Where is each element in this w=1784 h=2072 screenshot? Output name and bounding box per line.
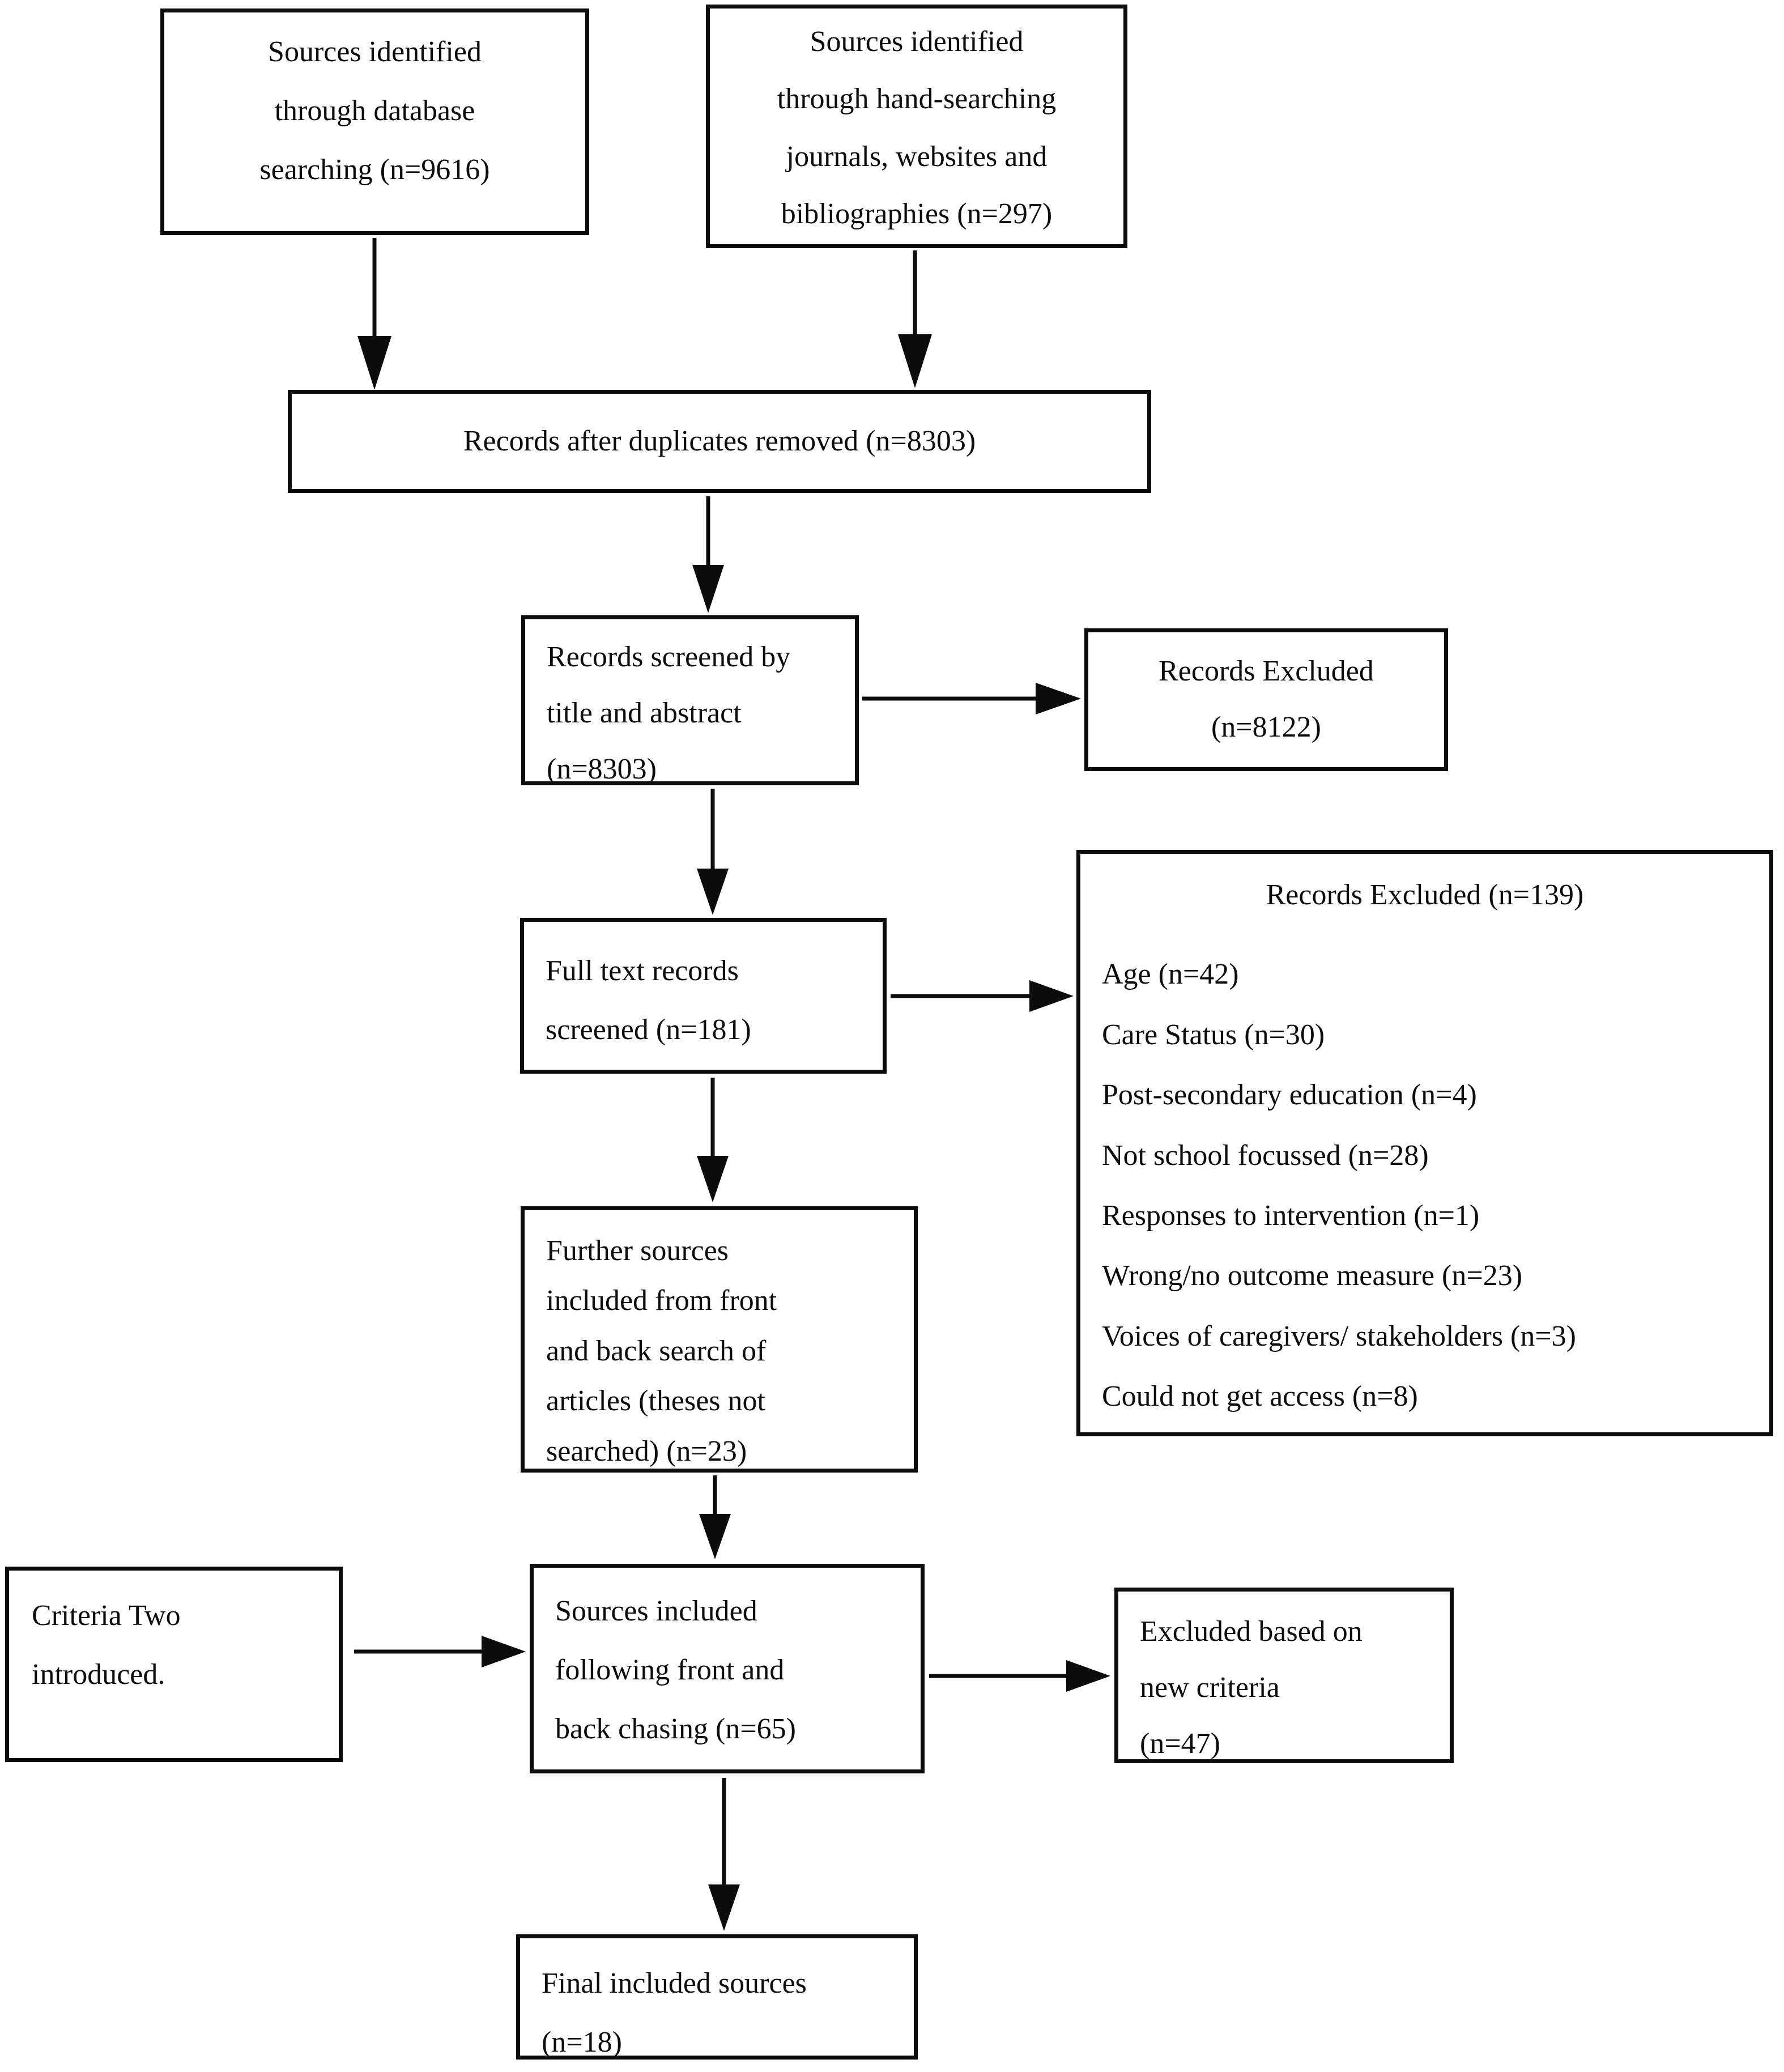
box-records-excluded-first: Records Excluded (n=8122) [1084, 628, 1448, 771]
arrow-title-abstract-to-excluded-8122 [862, 683, 1081, 714]
box-records-excluded-first-text: Records Excluded (n=8122) [1159, 655, 1374, 743]
arrow-chasing-to-final [708, 1778, 740, 1931]
box-records-excluded-full: Records Excluded (n=139) Age (n=42) Care… [1076, 850, 1773, 1436]
box-hand-search-sources-text: Sources identified through hand-searchin… [777, 25, 1057, 231]
box-hand-search-sources: Sources identified through hand-searchin… [706, 5, 1127, 248]
box-excluded-new-criteria-text: Excluded based on new criteria (n=47) [1140, 1615, 1363, 1760]
excluded-reason-item: Wrong/no outcome measure (n=23) [1102, 1260, 1523, 1292]
box-excluded-new-criteria: Excluded based on new criteria (n=47) [1114, 1588, 1454, 1763]
arrow-title-abstract-to-fulltext [697, 789, 729, 915]
box-records-excluded-full-title: Records Excluded (n=139) [1266, 879, 1584, 911]
arrow-chasing-to-excluded-new [929, 1660, 1110, 1692]
excluded-reason-item: Responses to intervention (n=1) [1102, 1199, 1480, 1232]
arrow-fulltext-to-further-sources [697, 1078, 729, 1202]
box-final-included: Final included sources (n=18) [516, 1934, 918, 2060]
box-further-sources: Further sources included from front and … [521, 1206, 918, 1473]
excluded-reason-item: Post-secondary education (n=4) [1102, 1079, 1477, 1112]
box-criteria-two-text: Criteria Two introduced. [32, 1599, 181, 1691]
box-full-text-screen-text: Full text records screened (n=181) [546, 955, 751, 1046]
arrow-criteria-two-to-chasing [354, 1636, 526, 1667]
box-duplicates-removed: Records after duplicates removed (n=8303… [288, 390, 1151, 493]
box-further-sources-text: Further sources included from front and … [546, 1235, 777, 1467]
box-title-abstract-screen-text: Records screened by title and abstract (… [547, 641, 791, 785]
excluded-reason-item: Not school focussed (n=28) [1102, 1139, 1429, 1172]
arrow-duplicates-to-title-abstract [692, 496, 724, 613]
arrow-further-sources-to-chasing [699, 1475, 731, 1559]
box-database-sources-text: Sources identified through database sear… [259, 36, 490, 186]
box-duplicates-removed-text: Records after duplicates removed (n=8303… [463, 425, 976, 457]
box-final-included-text: Final included sources (n=18) [542, 1967, 807, 2058]
arrow-db-search-to-duplicates [357, 238, 391, 390]
arrow-fulltext-to-excluded-139 [891, 980, 1074, 1012]
box-full-text-screen: Full text records screened (n=181) [520, 918, 887, 1074]
excluded-reason-item: Care Status (n=30) [1102, 1018, 1325, 1051]
excluded-reason-item: Could not get access (n=8) [1102, 1380, 1418, 1413]
box-front-back-chasing: Sources included following front and bac… [530, 1564, 925, 1773]
box-front-back-chasing-text: Sources included following front and bac… [555, 1595, 796, 1745]
excluded-reason-item: Voices of caregivers/ stakeholders (n=3) [1102, 1320, 1576, 1352]
box-title-abstract-screen: Records screened by title and abstract (… [521, 615, 859, 785]
box-criteria-two: Criteria Two introduced. [5, 1567, 343, 1762]
excluded-reason-item: Age (n=42) [1102, 958, 1239, 991]
excluded-reasons-list: Age (n=42) Care Status (n=30) Post-secon… [1102, 957, 1769, 1414]
arrow-hand-search-to-duplicates [898, 250, 932, 388]
box-database-sources: Sources identified through database sear… [160, 8, 589, 235]
